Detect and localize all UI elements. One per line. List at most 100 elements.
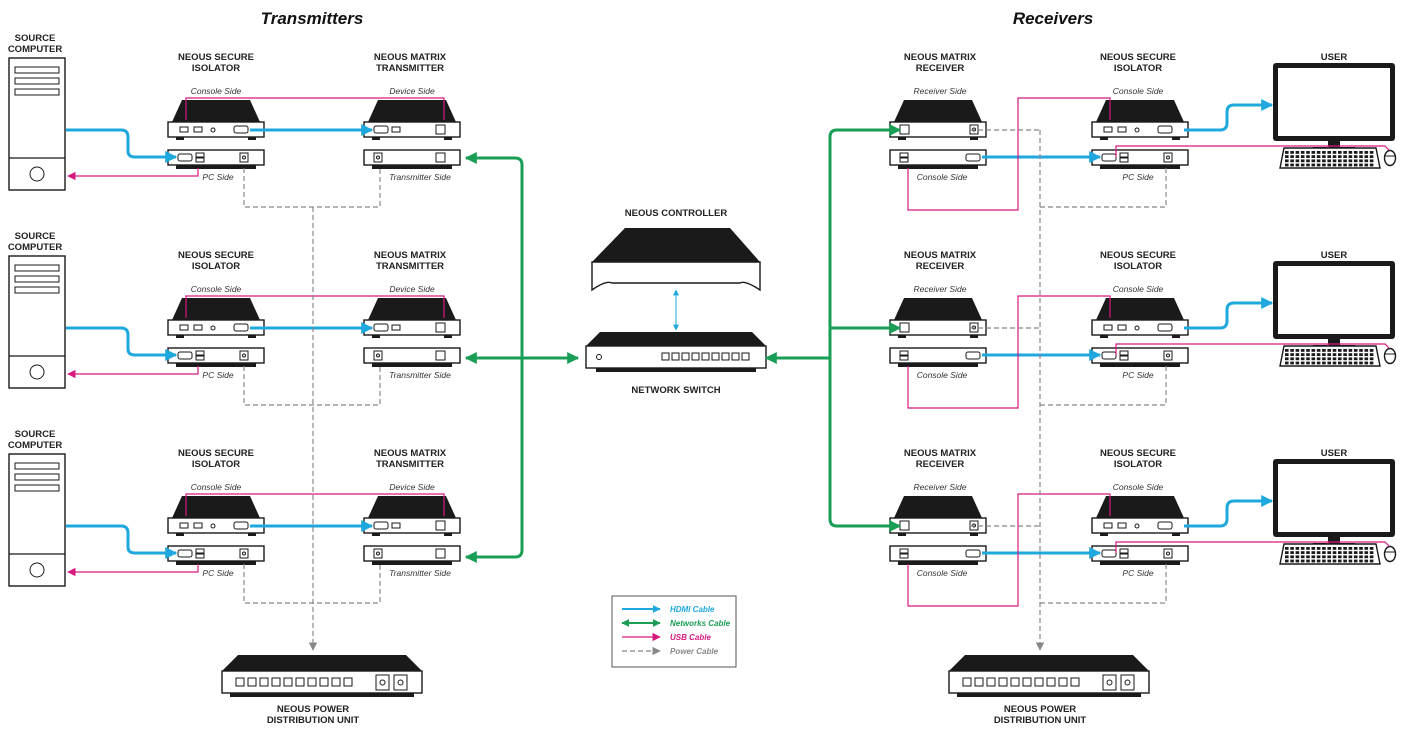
usb-cable [185, 97, 445, 120]
hdmi-cable [1184, 297, 1274, 330]
matrix-transmitter-label: TRANSMITTER [376, 459, 444, 470]
matrix-receiver-label: RECEIVER [916, 261, 965, 272]
user-label: USER [1321, 52, 1348, 63]
legend-label: USB Cable [670, 633, 711, 642]
power-cable [1040, 366, 1167, 406]
secure-isolator-label: ISOLATOR [1114, 261, 1162, 272]
pc-side-label: PC Side [1122, 370, 1153, 380]
pdu-label: DISTRIBUTION UNIT [994, 715, 1087, 726]
matrix-receiver [889, 545, 987, 565]
receiver-side-label: Receiver Side [914, 86, 967, 96]
console-side-label: Console Side [917, 172, 968, 182]
console-side-label: Console Side [1113, 284, 1164, 294]
matrix-receiver [889, 100, 987, 140]
matrix-transmitter-label: TRANSMITTER [376, 63, 444, 74]
secure-isolator [1091, 298, 1189, 338]
hdmi-cable [66, 524, 178, 559]
power-cable [1040, 564, 1167, 604]
usb-cable [1115, 343, 1329, 355]
secure-isolator-label: ISOLATOR [1114, 63, 1162, 74]
hdmi-cable [66, 128, 178, 163]
console-side-label: Console Side [1113, 86, 1164, 96]
network-cable [828, 124, 902, 358]
matrix-receiver [889, 149, 987, 169]
legend-label: Networks Cable [670, 619, 731, 628]
controller-label: NEOUS CONTROLLER [625, 208, 728, 219]
pdu-label: NEOUS POWER [1004, 704, 1076, 715]
source-computer-label: COMPUTER [8, 440, 63, 451]
secure-isolator [1091, 347, 1189, 367]
secure-isolator-label: NEOUS SECURE [178, 52, 254, 63]
secure-isolator [1091, 100, 1189, 140]
network-switch-label: NETWORK SWITCH [631, 385, 720, 396]
legend-label: Power Cable [670, 647, 719, 656]
source-computer-label: SOURCE [15, 429, 56, 440]
secure-isolator-label: ISOLATOR [192, 459, 240, 470]
usb-cable [67, 564, 199, 577]
source-computer-label: COMPUTER [8, 242, 63, 253]
device-side-label: Device Side [389, 284, 435, 294]
source-computer [8, 57, 66, 191]
secure-isolator [167, 545, 265, 565]
power-distribution-unit [948, 655, 1150, 697]
matrix-receiver-label: RECEIVER [916, 459, 965, 470]
pc-side-label: PC Side [202, 172, 233, 182]
matrix-receiver-label: NEOUS MATRIX [904, 448, 977, 459]
usb-cable [185, 493, 445, 516]
matrix-transmitter [363, 100, 461, 140]
transmitter-side-label: Transmitter Side [389, 370, 451, 380]
user-monitor [1273, 261, 1395, 351]
matrix-transmitter-label: NEOUS MATRIX [374, 250, 447, 261]
matrix-transmitter-label: NEOUS MATRIX [374, 448, 447, 459]
secure-isolator-label: NEOUS SECURE [1100, 52, 1176, 63]
usb-cable [907, 493, 1111, 607]
source-computer [8, 453, 66, 587]
pc-side-label: PC Side [1122, 172, 1153, 182]
hdmi-cable [1184, 495, 1274, 528]
hdmi-cable [66, 326, 178, 361]
receiver-side-label: Receiver Side [914, 284, 967, 294]
matrix-receiver [889, 496, 987, 536]
secure-isolator-label: NEOUS SECURE [1100, 250, 1176, 261]
power-distribution-unit [221, 655, 423, 697]
pc-side-label: PC Side [202, 370, 233, 380]
user-label: USER [1321, 448, 1348, 459]
secure-isolator [167, 100, 265, 140]
matrix-receiver-label: RECEIVER [916, 63, 965, 74]
secure-isolator [167, 347, 265, 367]
pdu-label: DISTRIBUTION UNIT [267, 715, 360, 726]
secure-isolator [167, 496, 265, 536]
console-side-label: Console Side [1113, 482, 1164, 492]
network-cable [464, 360, 524, 563]
transmitters-heading: Transmitters [261, 9, 364, 28]
matrix-transmitter [363, 545, 461, 565]
secure-isolator-label: ISOLATOR [192, 261, 240, 272]
usb-cable [1115, 541, 1329, 553]
console-side-label: Console Side [191, 86, 242, 96]
matrix-transmitter [363, 347, 461, 367]
console-side-label: Console Side [191, 482, 242, 492]
secure-isolator-label: ISOLATOR [192, 63, 240, 74]
source-computer-label: COMPUTER [8, 44, 63, 55]
pc-side-label: PC Side [202, 568, 233, 578]
receiver-side-label: Receiver Side [914, 482, 967, 492]
source-computer-label: SOURCE [15, 231, 56, 242]
usb-cable [907, 295, 1111, 409]
user-monitor [1273, 63, 1395, 153]
neous-controller: NEOUS CONTROLLER [591, 208, 761, 292]
usb-cable [185, 295, 445, 318]
transmitter-side-label: Transmitter Side [389, 568, 451, 578]
source-computer [8, 255, 66, 389]
usb-cable [1328, 145, 1390, 151]
device-side-label: Device Side [389, 482, 435, 492]
secure-isolator [167, 149, 265, 169]
matrix-transmitter [363, 149, 461, 169]
secure-isolator [1091, 149, 1189, 169]
power-cable [1040, 168, 1167, 208]
